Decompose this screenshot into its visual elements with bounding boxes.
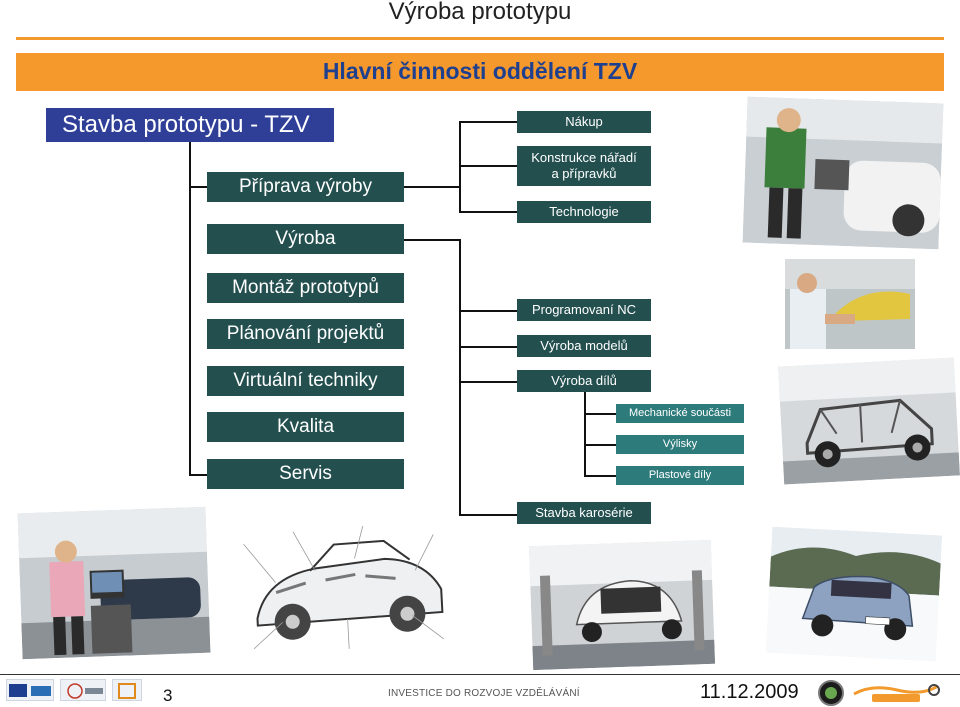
connector-vyroba-out xyxy=(404,239,460,241)
box-planovani-projektu: Plánování projektů xyxy=(207,319,404,349)
heading-band xyxy=(16,53,944,91)
konstrukce-line-1: Konstrukce nářadí xyxy=(531,150,637,165)
footer-center-text: INVESTICE DO ROZVOJE VZDĚLÁVÁNÍ xyxy=(388,688,580,699)
title-underline xyxy=(16,37,944,40)
photo-cutaway-drawing xyxy=(232,513,458,663)
msmt-logo xyxy=(60,679,106,701)
photo-model-worker-image xyxy=(785,259,915,349)
root-box: Stavba prototypu - TZV xyxy=(46,108,334,142)
connector-priprava-out xyxy=(404,186,460,188)
box-mechanicke-soucasti: Mechanické součásti xyxy=(616,404,744,423)
box-vyroba-dilu: Výroba dílů xyxy=(517,370,651,392)
connector-to-vyroba-dilu xyxy=(459,381,517,383)
skoda-logo-arrow xyxy=(825,687,837,699)
connector-left-trunk xyxy=(189,142,191,476)
box-konstrukce: Konstrukce nářadí a přípravků xyxy=(517,146,651,186)
esf-logo-image xyxy=(9,684,51,697)
connector-to-plastove xyxy=(584,475,616,477)
connector-to-nakup xyxy=(459,121,517,123)
photo-measuring-worker-image xyxy=(742,96,944,250)
photo-suv-snow-image xyxy=(765,526,943,662)
tecaz-logo-image xyxy=(853,684,940,702)
connector-left-to-priprava xyxy=(189,186,207,188)
box-plastove-dily: Plastové díly xyxy=(616,466,744,485)
footer-date: 11.12.2009 xyxy=(700,681,799,703)
connector-to-mechanicke xyxy=(584,413,616,415)
footer-rule xyxy=(0,674,960,675)
photo-suv-snow xyxy=(765,526,943,662)
box-montaz-prototypu: Montáž prototypů xyxy=(207,273,404,303)
photo-car-lift xyxy=(528,539,716,671)
photo-cutaway-drawing-image xyxy=(232,513,458,663)
photo-model-worker xyxy=(785,259,915,349)
page-number: 3 xyxy=(163,686,173,705)
connector-priprava-trunk xyxy=(459,121,461,213)
box-vyroba-modelu: Výroba modelů xyxy=(517,335,651,357)
box-stavba-karoserie: Stavba karosérie xyxy=(517,502,651,524)
connector-to-konstrukce xyxy=(459,165,517,167)
op-logo-image xyxy=(118,683,136,699)
box-programovani-nc: Programovaní NC xyxy=(517,299,651,321)
box-vylisky: Výlisky xyxy=(616,435,744,454)
box-vyroba: Výroba xyxy=(207,224,404,254)
photo-workshop-computer-image xyxy=(17,506,211,660)
slide-heading: Hlavní činnosti oddělení TZV xyxy=(322,58,638,84)
box-priprava-vyroby: Příprava výroby xyxy=(207,172,404,202)
connector-to-stavba-karoserie xyxy=(459,514,517,516)
connector-to-vylisky xyxy=(584,444,616,446)
box-kvalita: Kvalita xyxy=(207,412,404,442)
photo-workshop-computer xyxy=(17,506,211,660)
photo-chassis-frame xyxy=(778,357,960,485)
connector-dilu-trunk xyxy=(584,392,586,476)
photo-measuring-worker xyxy=(742,96,944,250)
esf-logo xyxy=(6,679,54,701)
photo-chassis-frame-image xyxy=(778,357,960,485)
slide-title: Výroba prototypu xyxy=(388,0,572,25)
msmt-logo-image xyxy=(67,683,103,699)
box-technologie: Technologie xyxy=(517,201,651,223)
tecaz-logo xyxy=(852,682,942,704)
connector-to-vyroba-modelu xyxy=(459,346,517,348)
photo-car-lift-image xyxy=(528,539,716,671)
konstrukce-line-2: a přípravků xyxy=(551,166,617,181)
connector-vyroba-trunk xyxy=(459,239,461,516)
op-logo xyxy=(112,679,142,701)
box-nakup: Nákup xyxy=(517,111,651,133)
box-virtualni-techniky: Virtuální techniky xyxy=(207,366,404,396)
connector-left-to-servis xyxy=(189,474,207,476)
box-servis: Servis xyxy=(207,459,404,489)
connector-to-technologie xyxy=(459,211,517,213)
connector-to-programovani xyxy=(459,310,517,312)
